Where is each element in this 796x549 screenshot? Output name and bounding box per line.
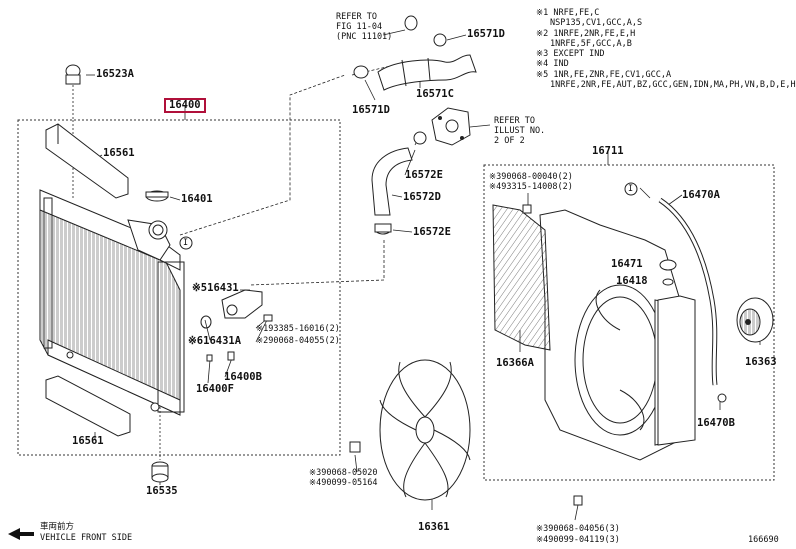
part-label-290068-04055[interactable]: ※290068-04055(2) [256,336,340,346]
note-line: NSP135,CV1,GCC,A,S [550,18,643,29]
bolts [349,204,583,506]
part-label-16561-top[interactable]: 16561 [103,147,135,159]
seal-16561-bottom [45,375,131,437]
vehicle-front-arrow [8,528,34,540]
refer-line: ILLUST NO. [494,126,546,137]
part-label-16572D[interactable]: 16572D [403,191,441,203]
part-label-16400[interactable]: 16400 [164,98,206,113]
part-label-16571C[interactable]: 16571C [416,88,454,100]
part-label-390068-04056[interactable]: ※390068-04056(3) [536,524,620,534]
part-label-16400B[interactable]: 16400B [224,371,262,383]
side-shroud-16366A [492,204,551,351]
part-label-16470A[interactable]: 16470A [682,189,720,201]
part-label-16361[interactable]: 16361 [418,521,450,533]
part-label-16523A[interactable]: 16523A [96,68,134,80]
fan-motor-16363 [736,297,774,343]
vehicle-front-label: VEHICLE FRONT SIDE [40,533,133,543]
part-label-16561-bottom[interactable]: 16561 [72,435,104,447]
fan-blade-16361 [379,359,471,501]
refer-line: (PNC 11101) [336,32,393,43]
part-label-16401[interactable]: 16401 [181,193,213,205]
reserve-hose-16470A [658,197,718,386]
note-line: ※1 NRFE,FE,C [536,8,600,18]
note-line: ※3 EXCEPT IND [536,49,605,60]
note-line: 1NRFE,2NR,FE,AUT,BZ,GCC,GEN,IDN,MA,PH,VN… [550,80,796,91]
radiator-assembly-frame [17,119,341,456]
part-label-16431A[interactable]: ※616431A [188,335,242,347]
part-label-16400F[interactable]: 16400F [196,383,234,395]
refer-line: REFER TO [494,116,535,126]
water-outlet-housing [431,107,471,146]
part-label-493315-14008[interactable]: ※493315-14008(2) [489,182,573,192]
part-label-16418[interactable]: 16418 [616,275,648,287]
part-label-16471[interactable]: 16471 [611,258,643,270]
note-line: 1NRFE,5F,GCC,A,B [550,38,632,49]
part-label-16470B[interactable]: 16470B [697,417,735,429]
refer-to-fig-note[interactable]: REFER TO FIG 11-04 (PNC 11101) [336,12,392,43]
drain-cock-16431 [200,289,273,362]
figure-code: 166690 [748,535,779,545]
marker-i-right: I [628,184,634,194]
radiator-core [39,189,185,416]
reference-markers [179,182,638,250]
part-label-16363[interactable]: 16363 [745,356,777,368]
part-label-16571D-top[interactable]: 16571D [467,28,505,40]
refer-line: 2 OF 2 [494,136,525,147]
note-line: ※4 IND [536,59,569,70]
part-label-16535[interactable]: 16535 [146,485,178,497]
note-line: ※5 1NR,FE,ZNR,FE,CV1,GCC,A [536,69,672,80]
part-label-16572E-top[interactable]: 16572E [405,169,443,181]
radiator-cap-16401 [145,190,169,202]
note-line: ※2 1NRFE,2NR,FE,E,H [536,28,636,39]
part-label-490099-05164[interactable]: ※490099-05164 [309,478,378,488]
lower-hose-16572D [371,131,427,235]
refer-line: REFER TO [336,12,377,22]
refer-to-illust-note[interactable]: REFER TO ILLUST NO. 2 OF 2 [494,116,545,147]
seal-16561-top [45,123,129,199]
part-label-16431[interactable]: ※516431 [192,282,239,294]
reserve-tank [657,259,727,446]
part-label-193385[interactable]: ※193385-16016(2) [256,324,340,334]
refer-line: FIG 11-04 [336,22,383,33]
applicability-notes: ※1 NRFE,FE,C NSP135,CV1,GCC,A,S ※2 1NRFE… [536,8,796,90]
part-label-16711[interactable]: 16711 [592,145,624,157]
upper-hose-16571C [353,15,477,91]
part-label-490099-04119[interactable]: ※490099-04119(3) [536,535,620,545]
part-label-16572E-mid[interactable]: 16572E [413,226,451,238]
cushion-16535 [151,461,169,483]
part-label-16571D-left[interactable]: 16571D [352,104,390,116]
marker-i-left: I [183,238,189,248]
part-label-390068-05020[interactable]: ※390068-05020 [309,468,378,478]
drain-cap-16523A [65,64,81,85]
fan-shroud-assembly-frame [483,164,775,481]
vehicle-front-jp-label: 車両前方 [40,522,75,532]
part-label-390068-00040[interactable]: ※390068-00040(2) [489,172,573,182]
part-label-16366A[interactable]: 16366A [496,357,534,369]
